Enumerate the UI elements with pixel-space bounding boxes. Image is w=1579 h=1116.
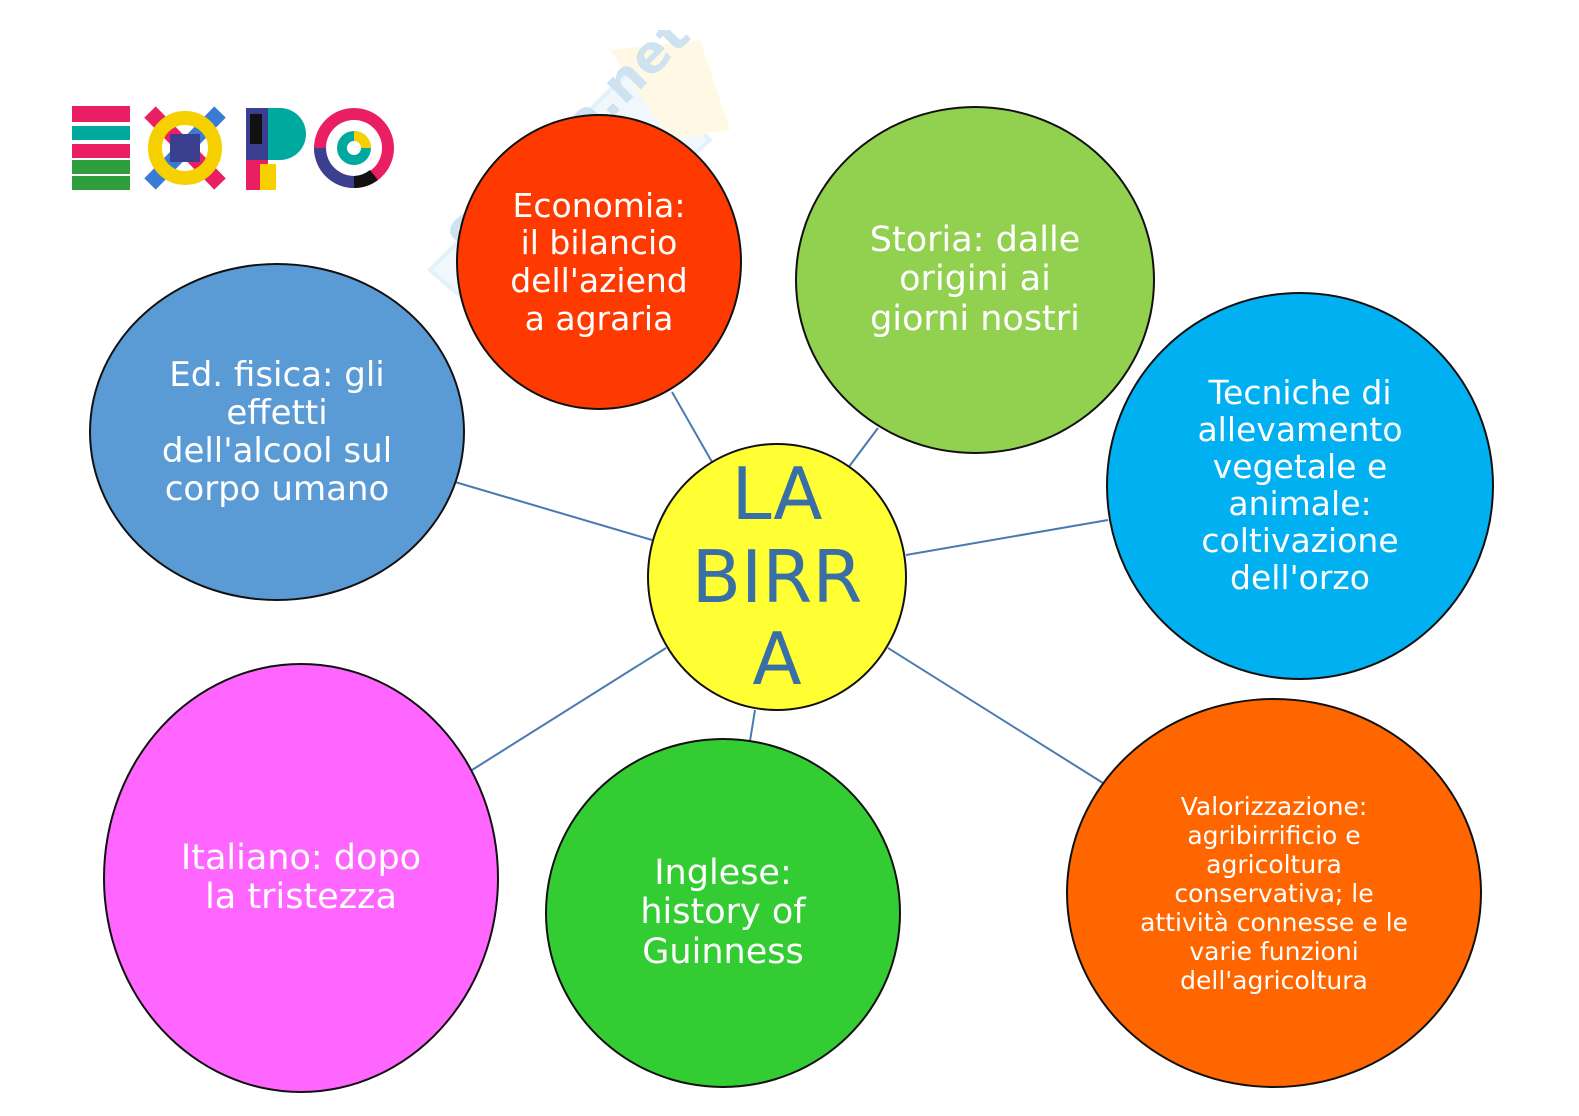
logo-letter-o (314, 108, 394, 188)
link-valorizzazione (887, 647, 1104, 784)
topic-italiano-label: Italiano: dopo la tristezza (180, 837, 422, 917)
link-italiano (471, 647, 667, 771)
topic-storia: Storia: dalle origini ai giorni nostri (795, 106, 1155, 454)
logo-letter-x (144, 106, 226, 190)
link-tecniche (905, 519, 1109, 556)
link-storia (847, 427, 879, 469)
topic-tecniche-label: Tecniche di allevamento vegetale e anima… (1197, 373, 1403, 597)
logo-letter-2 (72, 106, 130, 190)
center-node-la-birra: LA BIRR A (647, 443, 907, 711)
topic-italiano: Italiano: dopo la tristezza (103, 663, 499, 1093)
topic-edfisica-label: Ed. fisica: gli effetti dell'alcool sul … (161, 354, 393, 510)
topic-inglese: Inglese: history of Guinness (545, 738, 901, 1088)
link-inglese (749, 709, 756, 742)
topic-storia-label: Storia: dalle origini ai giorni nostri (869, 220, 1081, 339)
topic-economia: Economia: il bilancio dell'aziend a agra… (456, 114, 742, 410)
center-label: LA BIRR A (691, 451, 863, 702)
logo-letter-p (246, 108, 306, 190)
topic-edfisica: Ed. fisica: gli effetti dell'alcool sul … (89, 263, 465, 601)
topic-inglese-label: Inglese: history of Guinness (640, 853, 806, 972)
topic-economia-label: Economia: il bilancio dell'aziend a agra… (510, 185, 688, 338)
topic-valorizzazione-label: Valorizzazione: agribirrificio e agricol… (1140, 791, 1408, 995)
topic-valorizzazione: Valorizzazione: agribirrificio e agricol… (1066, 698, 1482, 1088)
expo-logo (72, 106, 394, 190)
link-edfisica (454, 481, 653, 541)
link-economia (671, 391, 713, 463)
topic-tecniche: Tecniche di allevamento vegetale e anima… (1106, 292, 1494, 680)
